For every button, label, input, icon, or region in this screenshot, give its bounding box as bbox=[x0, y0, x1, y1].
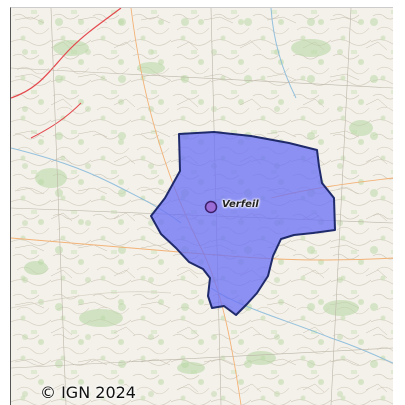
map-viewport[interactable]: Verfeil © IGN 2024 bbox=[10, 7, 393, 405]
map-attribution: © IGN 2024 bbox=[40, 383, 136, 402]
place-marker bbox=[204, 200, 218, 214]
place-label: Verfeil bbox=[222, 199, 259, 210]
topographic-basemap bbox=[11, 8, 393, 405]
commune-boundary-polygon bbox=[150, 131, 336, 316]
vegetation-patches bbox=[24, 39, 373, 374]
